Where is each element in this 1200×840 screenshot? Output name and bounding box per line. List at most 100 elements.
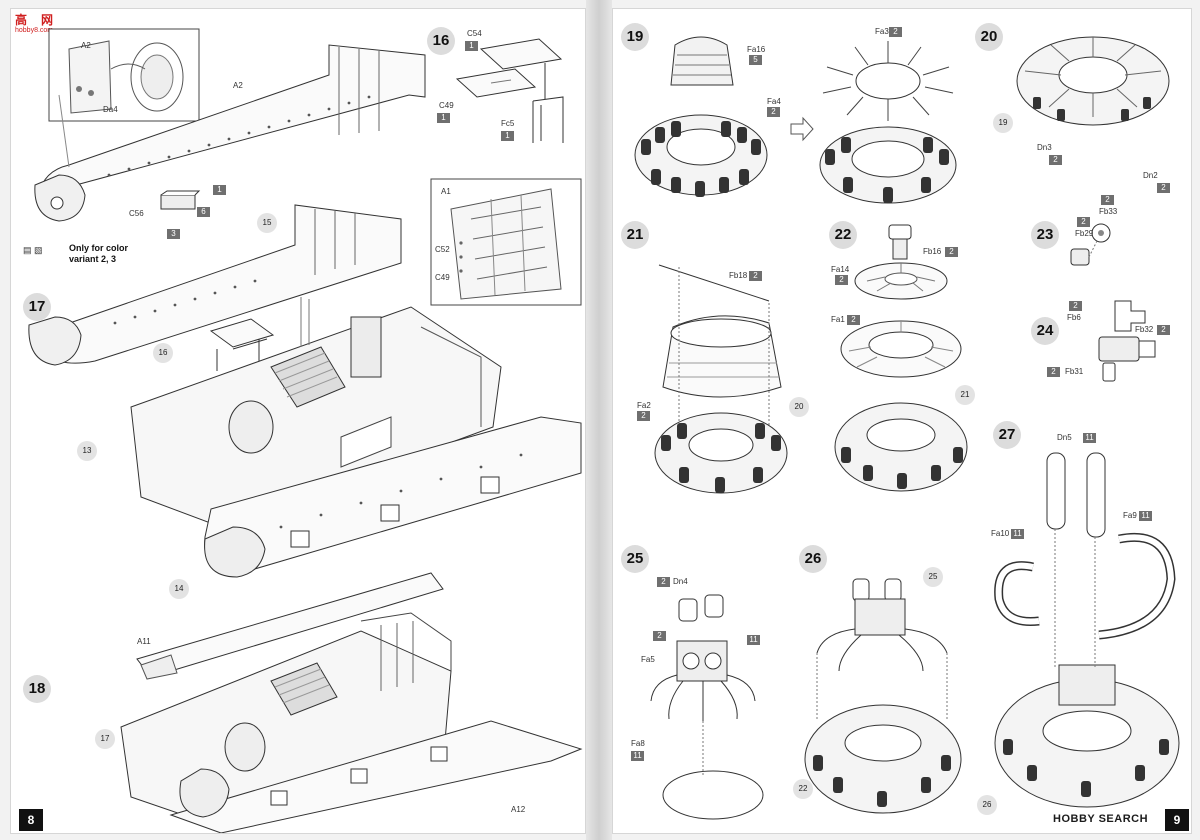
callout-16: 16: [153, 343, 173, 363]
label-fb29: Fb29: [1075, 229, 1094, 238]
label-da4: Da4: [103, 105, 118, 114]
label-fb33: Fb33: [1099, 207, 1118, 216]
qty-dn4: 2: [657, 577, 670, 587]
watermark-brand-cn-2: 网: [41, 13, 54, 27]
label-c49-detail: C49: [435, 273, 450, 282]
arrow-right-icon: [789, 117, 815, 141]
step-22-number: 22: [829, 221, 857, 249]
engine-cylinders-step19: [631, 35, 771, 197]
engine-rings-fa3: [813, 41, 963, 207]
step-16-seat-parts: [451, 33, 571, 145]
label-dn2: Dn2: [1143, 171, 1158, 180]
label-fa8: Fa8: [631, 739, 645, 748]
hull-side-plate-a2: [29, 35, 429, 225]
book-gutter: [586, 0, 612, 840]
step-17-number: 17: [23, 293, 51, 321]
callout-13: 13: [77, 441, 97, 461]
qty-fa9: 11: [1139, 511, 1152, 521]
label-fa14: Fa14: [831, 265, 850, 274]
step-16-number: 16: [427, 27, 455, 55]
qty-dn5: 11: [1083, 433, 1096, 443]
qty-fa14: 2: [835, 275, 848, 285]
engine-exhaust-step26: [799, 569, 969, 833]
qty-fb33: 2: [1101, 195, 1114, 205]
engine-exhaust-step27: [989, 439, 1185, 829]
qty-fb31: 2: [1047, 367, 1060, 377]
qty-fb6: 2: [1069, 301, 1082, 311]
label-fa5: Fa5: [641, 655, 655, 664]
label-fb31: Fb31: [1065, 367, 1084, 376]
qty-c56-b: 3: [167, 229, 180, 239]
callout-26: 26: [977, 795, 997, 815]
callout-22: 22: [793, 779, 813, 799]
qty-fb29: 2: [1077, 217, 1090, 227]
detail-inset-da4: [49, 29, 199, 121]
color-variant-note: Only for color variant 2, 3: [69, 243, 129, 264]
label-a11: A11: [137, 637, 151, 646]
callout-17: 17: [95, 729, 115, 749]
label-c52: C52: [435, 245, 450, 254]
label-c56: C56: [129, 209, 144, 218]
label-fa2: Fa2: [637, 401, 651, 410]
qty-dn2: 2: [1157, 183, 1170, 193]
qty-fb18: 2: [749, 271, 762, 281]
qty-c49: 1: [437, 113, 450, 123]
watermark-hobby-search: HOBBY SEARCH: [1053, 813, 1149, 825]
qty-fa4: 2: [767, 107, 780, 117]
qty-fb16: 2: [945, 247, 958, 257]
step-24-number: 24: [1031, 317, 1059, 345]
step-19-number: 19: [621, 23, 649, 51]
label-fb6: Fb6: [1067, 313, 1081, 322]
callout-14: 14: [169, 579, 189, 599]
paint-swatch-icon: ▤ ▧: [23, 245, 43, 255]
label-dn4: Dn4: [673, 577, 688, 586]
hull-side-plate-step17: [25, 205, 425, 375]
label-dn3: Dn3: [1037, 143, 1052, 152]
floor-plate-a11: [131, 569, 451, 679]
seat-assembly-16: [207, 317, 277, 373]
qty-fa10: 11: [1011, 529, 1024, 539]
callout-25: 25: [923, 567, 943, 587]
engine-fan-step22: [827, 221, 977, 505]
exhaust-assembly-step25: [643, 585, 783, 825]
label-fb18: Fb18: [729, 271, 748, 280]
label-fa10: Fa10: [991, 529, 1010, 538]
label-c54: C54: [467, 29, 482, 38]
qty-s25-a: 2: [653, 631, 666, 641]
label-a2-top: A2: [81, 41, 91, 50]
qty-fa2: 2: [637, 411, 650, 421]
step-20-number: 20: [975, 23, 1003, 51]
callout-19: 19: [993, 113, 1013, 133]
qty-c54: 1: [465, 41, 478, 51]
step-18-number: 18: [23, 675, 51, 703]
label-fc5: Fc5: [501, 119, 515, 128]
label-a12: A12: [511, 805, 526, 814]
hull-interior-step17: [121, 297, 586, 597]
qty-fa8: 11: [631, 751, 644, 761]
label-c49-step16: C49: [439, 101, 454, 110]
part-c56: [159, 191, 199, 213]
callout-15: 15: [257, 213, 277, 233]
detail-inset-interior: [431, 179, 581, 305]
hull-interior-step18: [111, 601, 586, 833]
engine-assembly-step20: [1013, 31, 1173, 141]
label-fa9: Fa9: [1123, 511, 1137, 520]
part-fb6-fb32-fb31: [1085, 297, 1165, 387]
label-fa16: Fa16: [747, 45, 766, 54]
qty-fb32: 2: [1157, 325, 1170, 335]
callout-21: 21: [955, 385, 975, 405]
step-27-number: 27: [993, 421, 1021, 449]
label-fb16: Fb16: [923, 247, 942, 256]
watermark-brand-url: hobby8.com: [15, 27, 54, 34]
label-a2-mid: A2: [233, 81, 243, 90]
step-26-number: 26: [799, 545, 827, 573]
page-number-right: 9: [1165, 809, 1189, 831]
label-fa3: Fa3: [875, 27, 889, 36]
step-23-number: 23: [1031, 221, 1059, 249]
qty-fa1: 2: [847, 315, 860, 325]
label-fa4: Fa4: [767, 97, 781, 106]
qty-fc5: 1: [501, 131, 514, 141]
step-21-number: 21: [621, 221, 649, 249]
part-fb33-fb29: [1063, 215, 1123, 275]
instruction-page-left: 高 网 hobby8.com A2 Da4 A2 1 C56 6 3 16: [10, 8, 586, 834]
